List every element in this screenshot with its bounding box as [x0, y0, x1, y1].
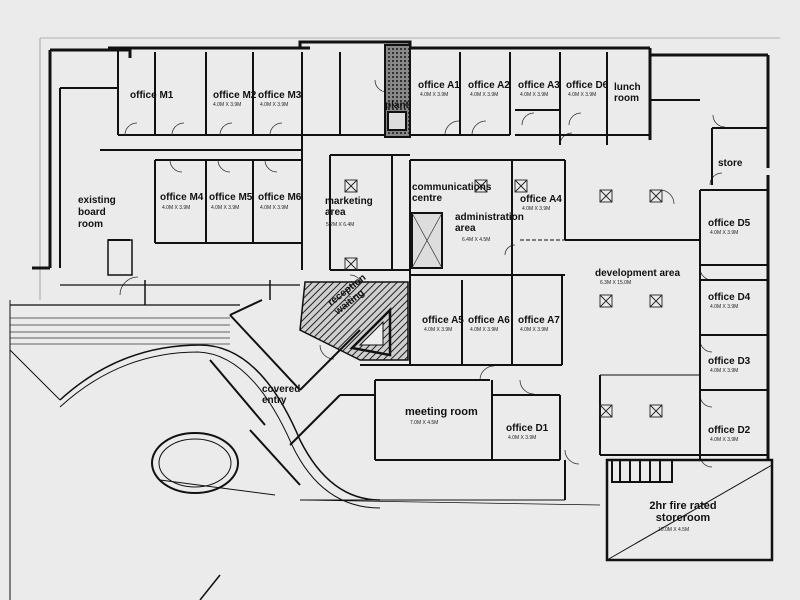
room-office-d5-dim: 4.0M X 3.9M	[710, 230, 739, 236]
room-fire-rated-storeroom-dim: 10.0M X 4.5M	[658, 527, 690, 533]
room-office-a6-dim: 4.0M X 3.9M	[470, 327, 499, 333]
room-office-d1: office D1	[506, 423, 549, 434]
room-administration-area-dim: 6.4M X 4.5M	[462, 237, 491, 243]
room-office-a3: office A3	[518, 80, 560, 91]
room-office-m2-dim: 4.0M X 3.9M	[213, 102, 242, 108]
room-office-m3: office M3	[258, 90, 302, 101]
room-office-m5: office M5	[209, 192, 253, 203]
room-office-d4: office D4	[708, 292, 751, 303]
room-office-d5: office D5	[708, 218, 751, 229]
door-swings	[119, 79, 726, 468]
room-office-d2: office D2	[708, 425, 751, 436]
room-office-d6: office D6	[566, 80, 609, 91]
room-office-m4: office M4	[160, 192, 204, 203]
room-office-a1: office A1	[418, 80, 460, 91]
column-markers	[344, 179, 663, 418]
meeting-area	[300, 379, 566, 501]
storeroom-walls	[605, 458, 774, 562]
room-office-m6-dim: 4.0M X 3.9M	[260, 205, 289, 211]
room-office-a7: office A7	[518, 315, 560, 326]
room-office-m3-dim: 4.0M X 3.9M	[260, 102, 289, 108]
a-offices-lower	[360, 275, 563, 366]
room-office-a5: office A5	[422, 315, 464, 326]
room-office-m4-dim: 4.0M X 3.9M	[162, 205, 191, 211]
room-office-d1-dim: 4.0M X 3.9M	[508, 435, 537, 441]
room-office-d2-dim: 4.0M X 3.9M	[710, 437, 739, 443]
room-office-a3-dim: 4.0M X 3.9M	[520, 92, 549, 98]
room-communications-centre: communications centre	[412, 182, 492, 204]
room-office-a4: office A4	[520, 194, 562, 205]
room-store: store	[718, 158, 743, 169]
room-office-d4-dim: 4.0M X 3.9M	[710, 304, 739, 310]
room-office-d3-dim: 4.0M X 3.9M	[710, 368, 739, 374]
room-office-m1: office M1	[130, 90, 174, 101]
exterior-walls	[32, 40, 770, 460]
room-meeting-room: meeting room	[405, 406, 478, 418]
room-office-a2: office A2	[468, 80, 510, 91]
room-office-a5-dim: 4.0M X 3.9M	[424, 327, 453, 333]
left-steps	[10, 304, 240, 345]
bike-rack	[151, 432, 276, 496]
room-office-m5-dim: 4.0M X 3.9M	[211, 205, 240, 211]
room-office-a7-dim: 4.0M X 3.9M	[520, 327, 549, 333]
room-meeting-room-dim: 7.0M X 4.5M	[410, 420, 439, 426]
core-walls	[301, 44, 650, 276]
room-office-a6: office A6	[468, 315, 510, 326]
room-existing-board-room: existing board room	[78, 195, 116, 230]
room-office-a4-dim: 4.0M X 3.9M	[522, 206, 551, 212]
room-office-d6-dim: 4.0M X 3.9M	[568, 92, 597, 98]
room-lunch-room: lunch room	[614, 82, 641, 104]
room-marketing-area: marketing area	[325, 196, 373, 218]
room-covered-entry: covered entry	[262, 384, 301, 406]
room-office-m6: office M6	[258, 192, 302, 203]
curved-walkway	[59, 344, 381, 501]
room-office-d3: office D3	[708, 356, 751, 367]
room-fire-rated-storeroom: 2hr fire rated storeroom	[649, 500, 717, 524]
room-plant: plant	[385, 100, 409, 111]
room-office-a1-dim: 4.0M X 3.9M	[420, 92, 449, 98]
room-development-area-dim: 6.3M X 15.0M	[600, 280, 632, 286]
room-office-a2-dim: 4.0M X 3.9M	[470, 92, 499, 98]
room-office-m2: office M2	[213, 90, 257, 101]
room-administration-area: administration area	[455, 212, 524, 234]
room-development-area: development area	[595, 268, 681, 279]
room-marketing-area-dim: 5.2M X 6.4M	[326, 222, 355, 228]
m-offices	[59, 50, 303, 268]
